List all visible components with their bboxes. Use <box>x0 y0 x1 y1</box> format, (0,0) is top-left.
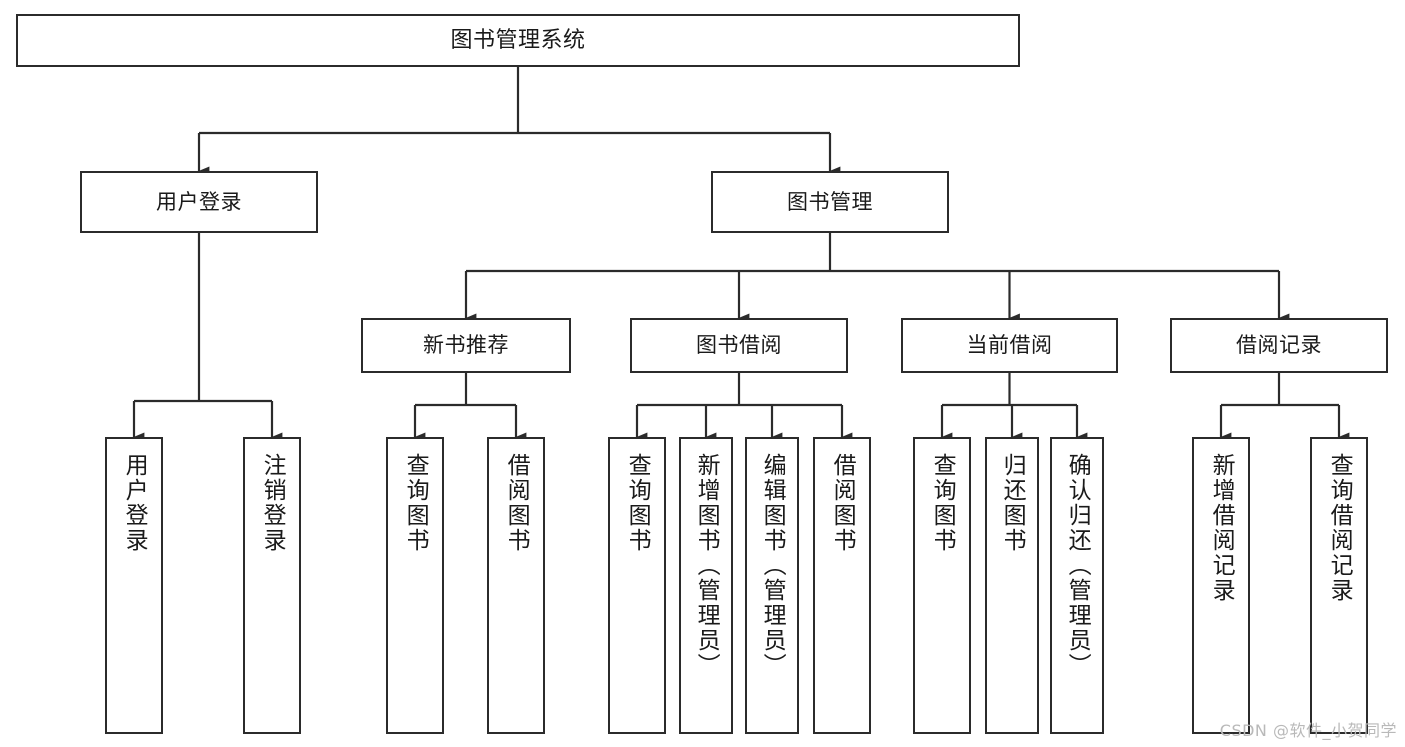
node-label: 查询图书 <box>624 453 651 553</box>
node-label: 查询借阅记录 <box>1326 453 1353 603</box>
node-leaf-add-book[interactable]: 新增图书（管理员） <box>679 437 733 734</box>
node-l2-user-login[interactable]: 用户登录 <box>80 171 318 233</box>
node-leaf-borrow-book-2[interactable]: 借阅图书 <box>813 437 871 734</box>
node-label: 查询图书 <box>402 453 429 553</box>
node-l3-borrow-record[interactable]: 借阅记录 <box>1170 318 1388 373</box>
edge-group <box>132 67 1350 442</box>
node-label: 新书推荐 <box>423 333 509 358</box>
node-label: 图书管理系统 <box>450 27 586 53</box>
node-leaf-borrow-book-1[interactable]: 借阅图书 <box>487 437 545 734</box>
node-label: 注销登录 <box>259 453 286 553</box>
node-leaf-user-login[interactable]: 用户登录 <box>105 437 163 734</box>
node-label: 图书借阅 <box>696 333 782 358</box>
node-leaf-query-book-2[interactable]: 查询图书 <box>608 437 666 734</box>
node-label: 归还图书 <box>999 453 1026 553</box>
node-label: 借阅记录 <box>1236 333 1322 358</box>
watermark-text: CSDN @软件_小贺同学 <box>1219 721 1397 740</box>
node-leaf-edit-book[interactable]: 编辑图书（管理员） <box>745 437 799 734</box>
node-label: 用户登录 <box>156 189 242 214</box>
node-leaf-confirm-return[interactable]: 确认归还（管理员） <box>1050 437 1104 734</box>
node-leaf-add-record[interactable]: 新增借阅记录 <box>1192 437 1250 734</box>
node-leaf-return-book[interactable]: 归还图书 <box>985 437 1039 734</box>
node-leaf-query-record[interactable]: 查询借阅记录 <box>1310 437 1368 734</box>
node-label: 新增借阅记录 <box>1208 453 1235 603</box>
node-leaf-query-book-3[interactable]: 查询图书 <box>913 437 971 734</box>
node-label: 新增图书（管理员） <box>693 453 720 678</box>
node-leaf-query-book-1[interactable]: 查询图书 <box>386 437 444 734</box>
node-label: 编辑图书（管理员） <box>759 453 786 678</box>
node-label: 当前借阅 <box>966 333 1053 358</box>
node-leaf-logout-login[interactable]: 注销登录 <box>243 437 301 734</box>
node-l3-book-borrow[interactable]: 图书借阅 <box>630 318 848 373</box>
node-label: 借阅图书 <box>829 453 856 553</box>
node-label: 查询图书 <box>929 453 956 553</box>
node-l3-current-borrow[interactable]: 当前借阅 <box>901 318 1118 373</box>
node-l3-new-book-rec[interactable]: 新书推荐 <box>361 318 571 373</box>
node-label: 借阅图书 <box>503 453 530 553</box>
node-root[interactable]: 图书管理系统 <box>16 14 1020 67</box>
node-label: 图书管理 <box>787 189 873 214</box>
node-l2-book-manage[interactable]: 图书管理 <box>711 171 949 233</box>
node-label: 用户登录 <box>121 453 148 553</box>
node-label: 确认归还（管理员） <box>1064 453 1091 678</box>
